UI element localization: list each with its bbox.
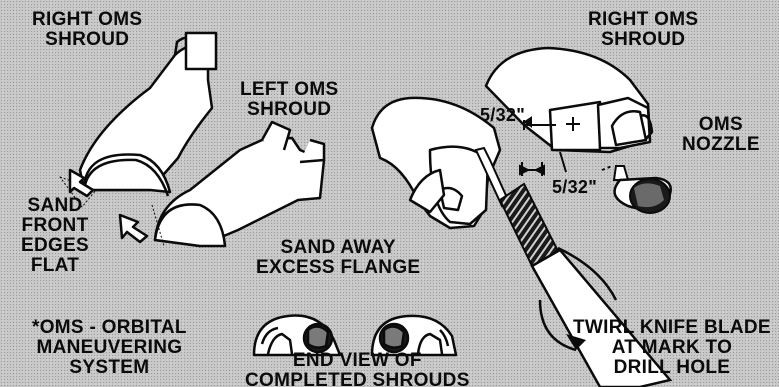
label-end-view-caption: END VIEW OF COMPLETED SHROUDS [245,351,470,387]
label-right-oms-shroud-right: RIGHT OMS SHROUD [588,10,698,50]
dimension-label-bottom: 5/32" [552,178,597,196]
label-oms-definition: *OMS - ORBITAL MANEUVERING SYSTEM [32,318,187,378]
label-sand-away-excess-flange: SAND AWAY EXCESS FLANGE [256,238,420,278]
sand-arrow-bottom-icon [120,215,147,242]
dimension-label-top: 5/32" [480,106,525,124]
label-left-oms-shroud: LEFT OMS SHROUD [240,80,338,120]
label-oms-nozzle: OMS NOZZLE [682,115,760,155]
label-right-oms-shroud-left: RIGHT OMS SHROUD [32,10,142,50]
label-twirl-knife-instruction: TWIRL KNIFE BLADE AT MARK TO DRILL HOLE [573,318,771,378]
oms-nozzle-illustration [602,166,671,213]
label-sand-front-edges-flat: SAND FRONT EDGES FLAT [21,196,89,276]
right-oms-shroud-sanding-illustration [60,33,216,207]
right-oms-shroud-with-mark-illustration [486,48,652,152]
